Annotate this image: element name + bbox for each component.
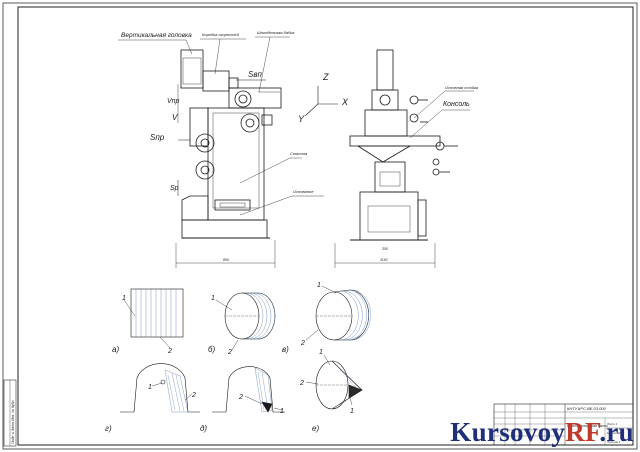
title-block-sheet-count: Листов 1	[606, 440, 621, 444]
title-block-code: КНТУ.КРС.ВЕ.03.000	[567, 406, 607, 411]
variant-e-part-1-bottom: 1	[350, 408, 354, 415]
motion-s-side: Sпр	[150, 133, 165, 142]
variant-v-part-1: 1	[317, 282, 321, 289]
motion-s-top: Sвп	[248, 70, 263, 79]
side-stamp: Подп. и дата Инв. № дубл.	[3, 379, 17, 447]
variant-d-figure	[212, 366, 285, 413]
variant-b-figure	[215, 292, 276, 351]
watermark-logo: KursovoyRF.ru	[450, 417, 634, 447]
variant-v-part-2: 2	[300, 340, 305, 347]
variant-g-label: г)	[105, 424, 112, 433]
callout-leaders-left	[118, 36, 324, 216]
motion-v: V	[172, 113, 178, 122]
callout-base: Основание	[293, 189, 314, 194]
variant-g-part-1: 1	[148, 384, 152, 391]
variant-b-part-1: 1	[211, 295, 215, 302]
callout-bed: Станина	[290, 151, 308, 156]
variant-d-part-2: 2	[238, 394, 243, 401]
variant-b-part-2: 2	[227, 349, 232, 356]
variant-a-label: а)	[112, 345, 119, 354]
callout-gearbox: Коробка скоростей	[202, 32, 240, 37]
coordinate-axes	[304, 86, 338, 117]
title-block-subtitle: Конструкторская часть	[567, 424, 608, 428]
sheet-border	[17, 6, 634, 446]
variant-e-part-1-top: 1	[319, 349, 323, 356]
callout-guide-column: Основная стойка	[445, 85, 479, 90]
variant-d-label: д)	[200, 424, 207, 433]
variant-d-part-1: 1	[280, 408, 284, 415]
title-block-sheet: Лист 1	[606, 422, 618, 426]
variant-e-figure	[305, 354, 363, 410]
variant-a-part-2: 2	[167, 348, 172, 355]
axis-z: Z	[322, 72, 329, 82]
motion-v-pr: Vпр	[167, 98, 180, 105]
axis-x: X	[341, 97, 349, 107]
title-block	[493, 403, 634, 446]
variant-b-label: б)	[208, 345, 216, 354]
variant-a-figure	[123, 288, 184, 349]
dim-right-width: 1160	[380, 258, 388, 262]
variant-e-part-2: 2	[299, 380, 304, 387]
callout-spindle-head: Шпиндельная бабка	[257, 30, 295, 35]
variant-g-part-2: 2	[191, 392, 196, 399]
callout-console: Консоль	[443, 101, 470, 108]
axis-y: Y	[298, 114, 305, 124]
variant-v-label: в)	[282, 345, 289, 354]
title-block-scale: Масштаб	[607, 431, 621, 435]
dim-right-small: 350	[382, 247, 388, 251]
variant-a-part-1: 1	[122, 295, 126, 302]
dim-left-width: 860	[223, 258, 229, 262]
variant-e-label: е)	[312, 424, 319, 433]
variant-v-figure	[305, 285, 371, 341]
machine-front-view	[334, 49, 458, 268]
machine-side-view	[175, 49, 282, 268]
side-stamp-text: Подп. и дата Инв. № дубл.	[11, 400, 15, 444]
motion-s-bottom: Sр	[170, 185, 179, 192]
callout-leaders-right	[409, 90, 474, 139]
callout-vertical-head: Вертикальная головка	[121, 32, 192, 39]
variant-g-figure	[120, 363, 200, 413]
